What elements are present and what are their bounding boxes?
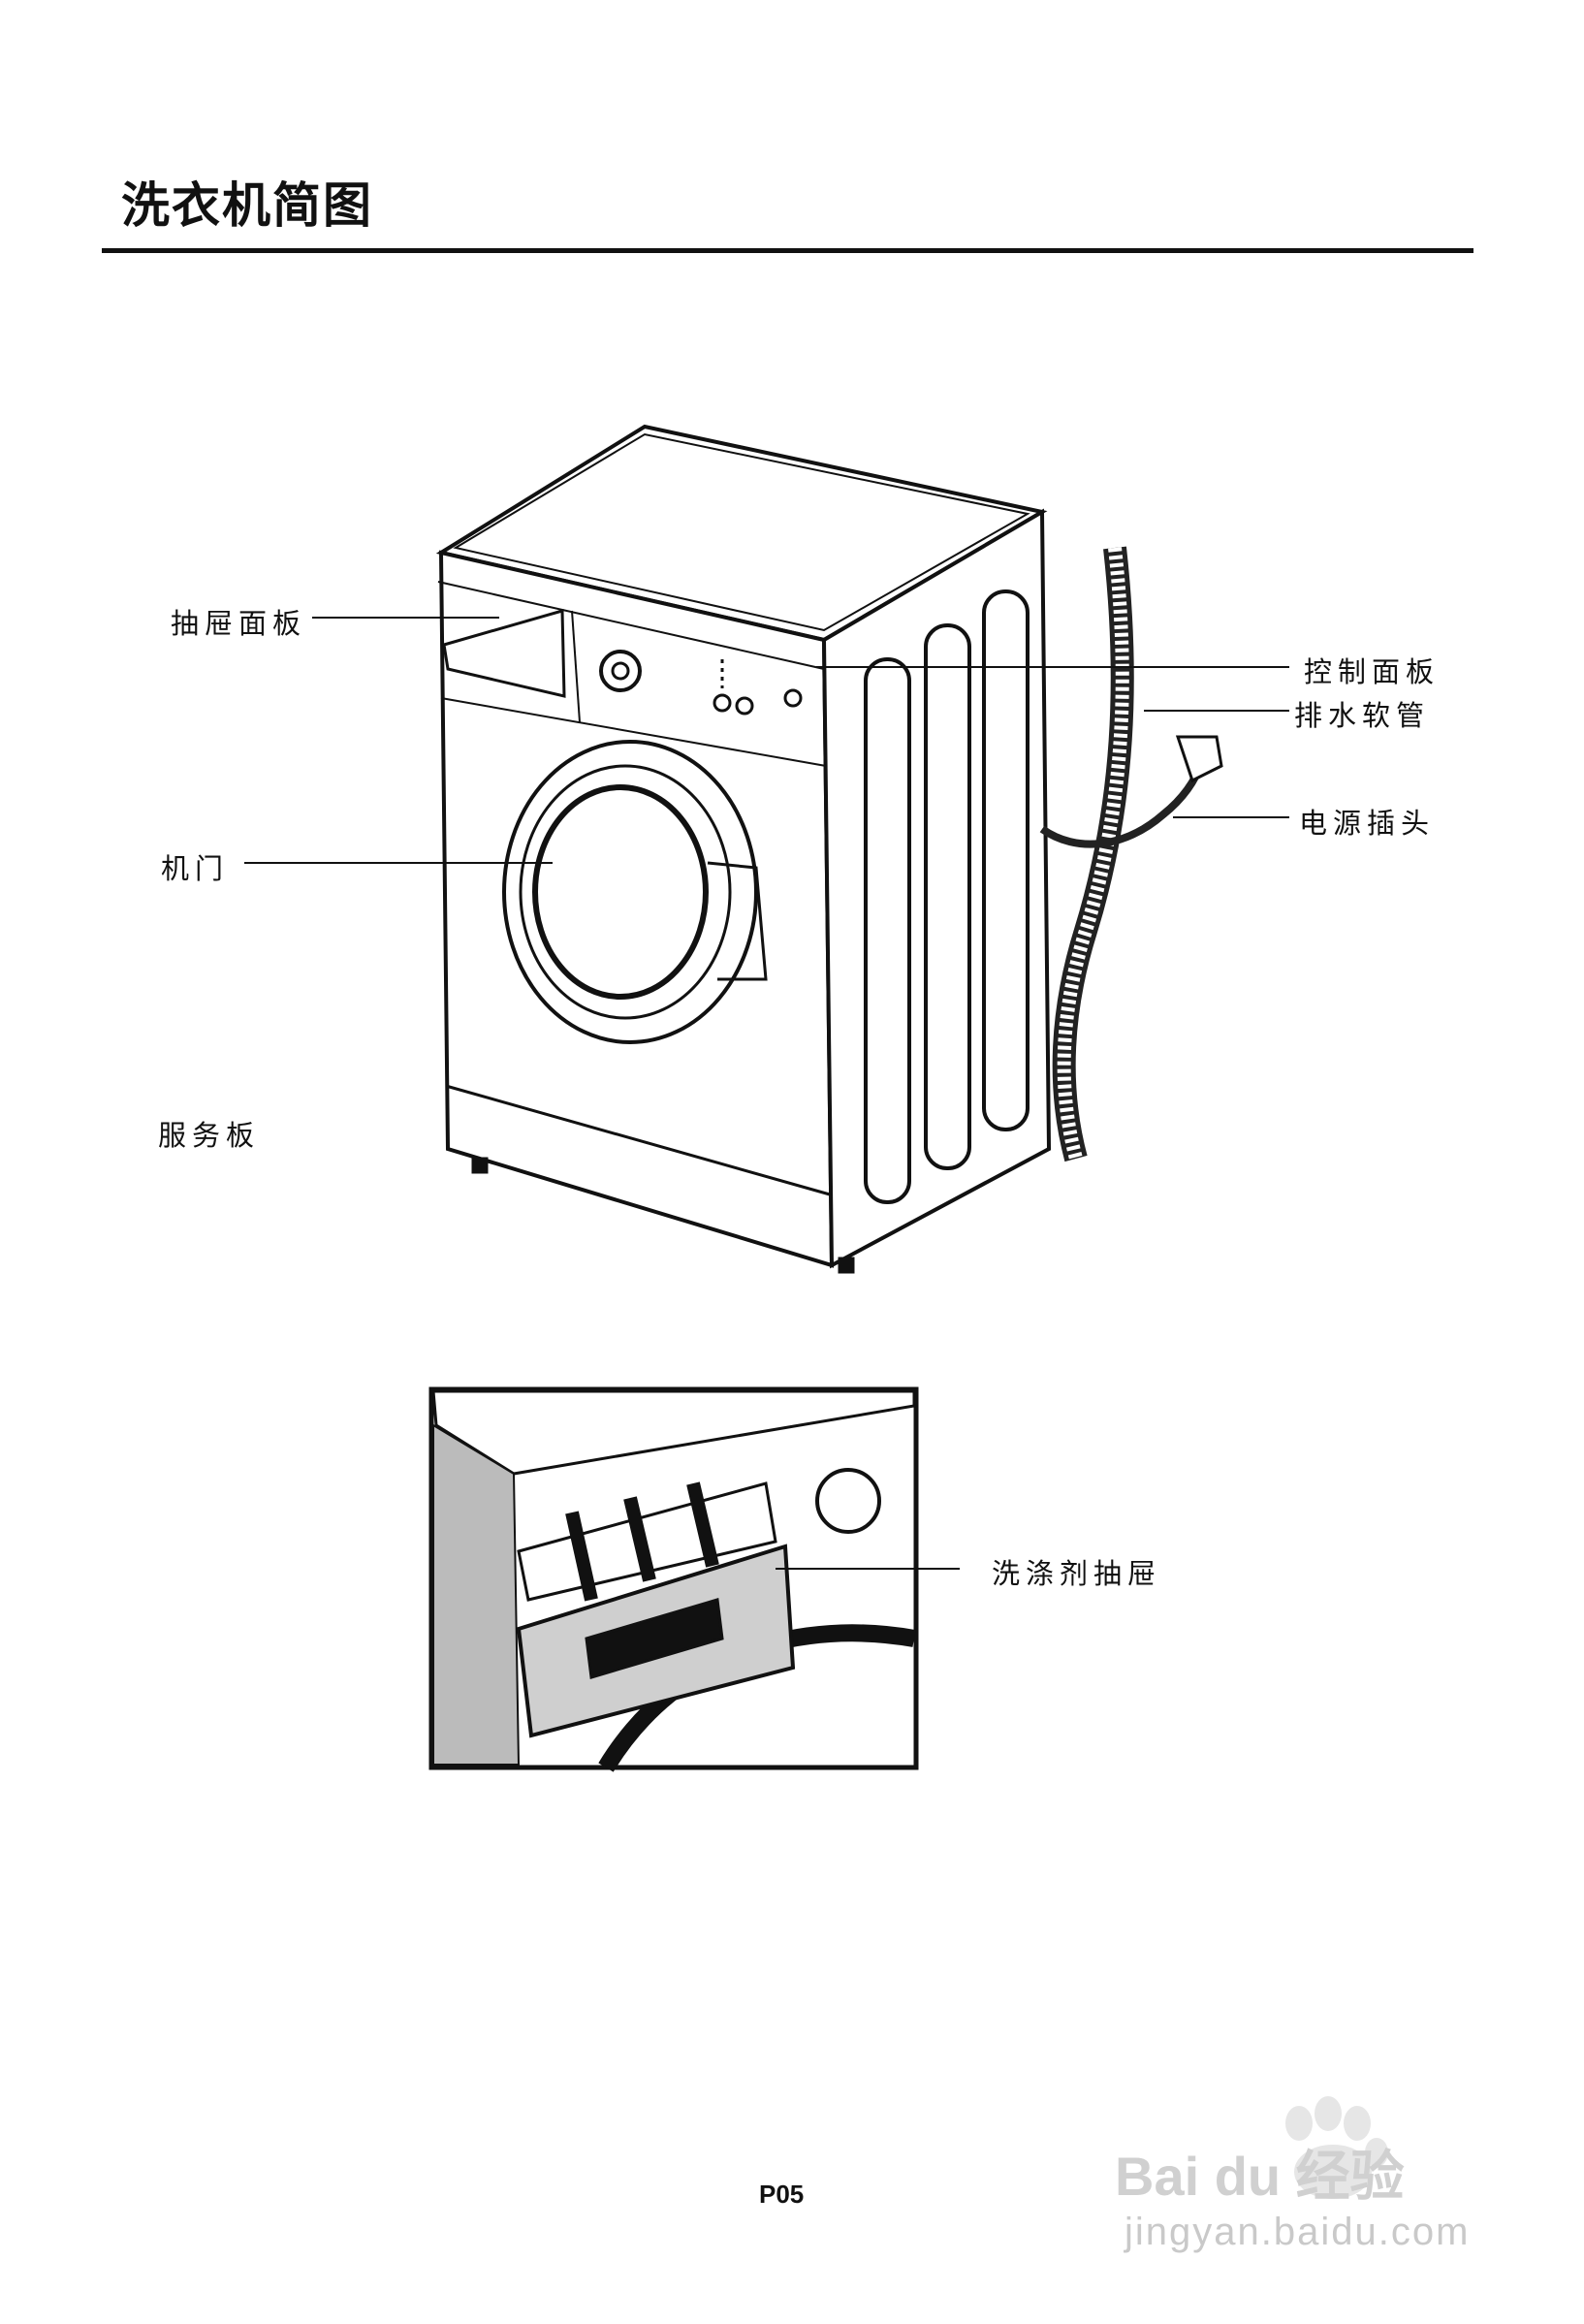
label-drawer-panel: 抽屉面板 xyxy=(171,607,307,640)
label-power-plug: 电源插头 xyxy=(1299,807,1436,840)
label-drain-hose: 排水软管 xyxy=(1294,699,1431,732)
label-service-panel: 服务板 xyxy=(158,1119,261,1152)
title-divider xyxy=(102,248,1473,253)
label-door: 机门 xyxy=(161,852,230,885)
watermark-url: jingyan.baidu.com xyxy=(1125,2211,1471,2253)
label-detergent-drawer: 洗涤剂抽屉 xyxy=(992,1557,1162,1590)
page-number: P05 xyxy=(759,2180,805,2209)
page-title: 洗衣机简图 xyxy=(121,177,373,234)
watermark-brand: Bai du 经验 xyxy=(1115,2146,1405,2207)
baidu-paw-watermark-icon xyxy=(1285,2096,1388,2199)
label-control-panel: 控制面板 xyxy=(1304,655,1441,688)
